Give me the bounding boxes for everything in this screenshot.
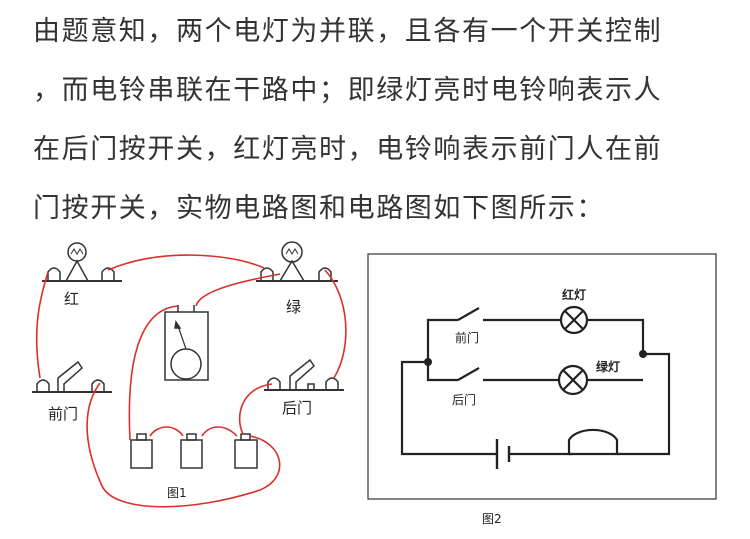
text-line-3: 在后门按开关，红灯亮时，电铃响表示前门人在前	[33, 134, 663, 165]
front-door-switch	[32, 360, 112, 393]
label-back-door: 后门	[282, 399, 312, 417]
right-junction	[639, 350, 647, 358]
battery-cells	[130, 433, 258, 469]
text-line-2: ，而电铃串联在干路中；即绿灯亮时电铃响表示人	[33, 75, 663, 106]
figure2-caption: 图2	[482, 512, 502, 526]
figure2-frame	[367, 253, 717, 500]
figure1-physical-circuit	[32, 241, 344, 469]
battery-symbol	[495, 439, 511, 469]
figure1-caption: 图1	[167, 486, 187, 500]
text-line-1: 由题意知，两个电灯为并联，且各有一个开关控制	[33, 16, 663, 47]
bell-box	[164, 305, 209, 381]
bell-symbol	[567, 428, 619, 456]
front-switch-blade	[457, 307, 480, 321]
red-lamp-holder	[42, 242, 122, 282]
back-door-switch	[264, 358, 344, 391]
left-junction	[424, 358, 432, 366]
explanation-text: 由题意知，两个电灯为并联，且各有一个开关控制 ，而电铃串联在干路中；即绿灯亮时电…	[33, 2, 723, 238]
back-switch-blade	[457, 367, 480, 381]
label-front-switch: 前门	[455, 330, 479, 345]
circuit-figures: 红 绿 前门 后门 图1 红灯 绿灯 前门 后门 图2	[32, 241, 717, 526]
label-front-door: 前门	[48, 405, 78, 423]
label-red: 红	[64, 290, 79, 308]
figure1-wires	[35, 254, 347, 508]
text-line-4: 门按开关，实物电路图和电路图如下图所示：	[33, 193, 605, 224]
label-back-switch: 后门	[452, 392, 476, 407]
green-lamp-holder	[256, 241, 338, 282]
label-green: 绿	[286, 298, 301, 316]
figure2-schematic	[367, 253, 717, 500]
label-red-lamp: 红灯	[562, 287, 586, 302]
label-green-lamp: 绿灯	[596, 359, 620, 374]
